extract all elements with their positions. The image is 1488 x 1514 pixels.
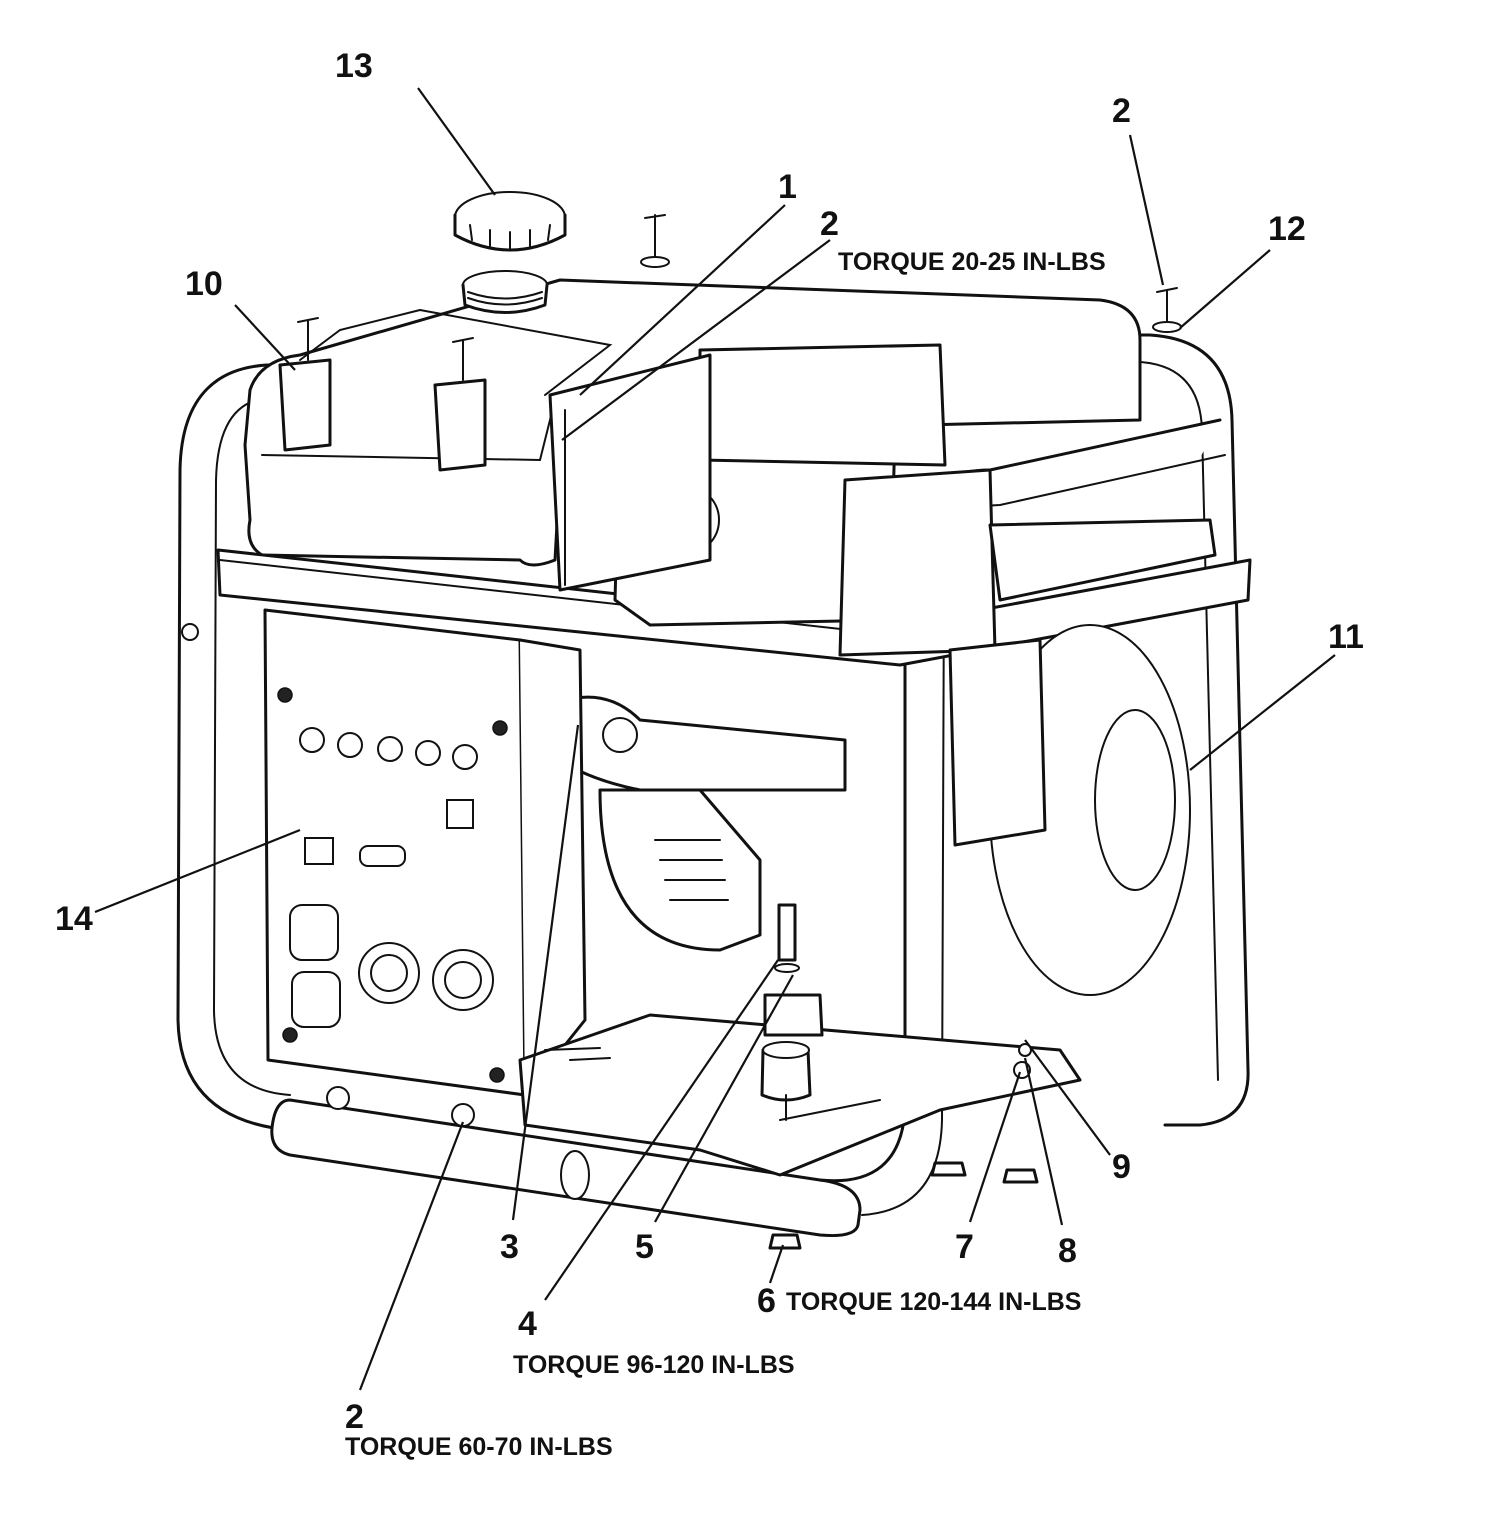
- rear-rail-bracket: [988, 518, 1217, 602]
- callout-1: 1: [778, 168, 797, 206]
- muffler: [538, 695, 847, 952]
- frame-bolt-top-right: [1152, 287, 1182, 333]
- generator-illustration: [176, 191, 1252, 1250]
- callout-14: 14: [55, 900, 93, 938]
- callout-13: 13: [335, 47, 373, 85]
- torque-note-2-bottom: TORQUE 60-70 IN-LBS: [345, 1433, 613, 1461]
- callout-3: 3: [500, 1228, 519, 1266]
- breakers: [299, 727, 478, 770]
- vibration-mount: [760, 1041, 812, 1121]
- outlets: [289, 904, 494, 1028]
- fuel-cap: [453, 191, 567, 252]
- callout-8: 8: [1058, 1232, 1077, 1270]
- leader-lines: [94, 87, 1336, 1391]
- flywheel-housing: [948, 624, 1191, 996]
- callout-10: 10: [185, 265, 223, 303]
- callout-2-top: 2: [820, 205, 839, 243]
- torque-note-4: TORQUE 96-120 IN-LBS: [513, 1351, 795, 1379]
- callout-2-right: 2: [1112, 92, 1131, 130]
- fuel-neck: [461, 270, 549, 314]
- callout-labels: 1 2 TORQUE 20-25 IN-LBS 2 2 TORQUE 60-70…: [55, 47, 1364, 1461]
- tank-brackets: [278, 214, 670, 472]
- panel-bolts: [326, 1086, 475, 1127]
- callout-4: 4: [518, 1305, 537, 1343]
- callout-2-bottom: 2: [345, 1398, 364, 1436]
- callout-11: 11: [1328, 618, 1364, 656]
- callout-9: 9: [1112, 1148, 1131, 1186]
- torque-note-6: TORQUE 120-144 IN-LBS: [786, 1288, 1081, 1316]
- torque-note-2-top: TORQUE 20-25 IN-LBS: [838, 248, 1106, 276]
- callout-6: 6: [757, 1282, 776, 1320]
- frame-hole: [181, 623, 199, 641]
- mount-bolt: [763, 903, 824, 1037]
- control-panel: [263, 608, 587, 1097]
- callout-7: 7: [955, 1228, 974, 1266]
- callout-12: 12: [1268, 210, 1306, 248]
- callout-5: 5: [635, 1228, 654, 1266]
